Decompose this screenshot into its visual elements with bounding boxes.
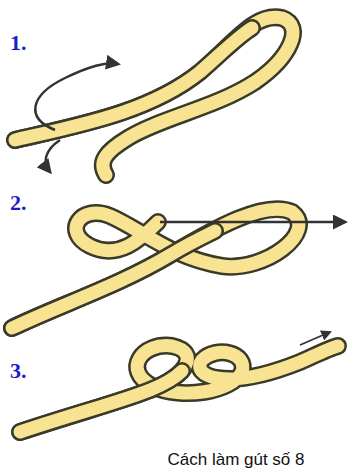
- step-number: 3.: [10, 360, 27, 382]
- motion-arrow: [35, 64, 345, 345]
- step-number: 2.: [10, 192, 27, 214]
- step-number: 1.: [10, 32, 27, 54]
- caption: Cách làm gút số 8: [167, 451, 304, 470]
- rope: [12, 17, 338, 432]
